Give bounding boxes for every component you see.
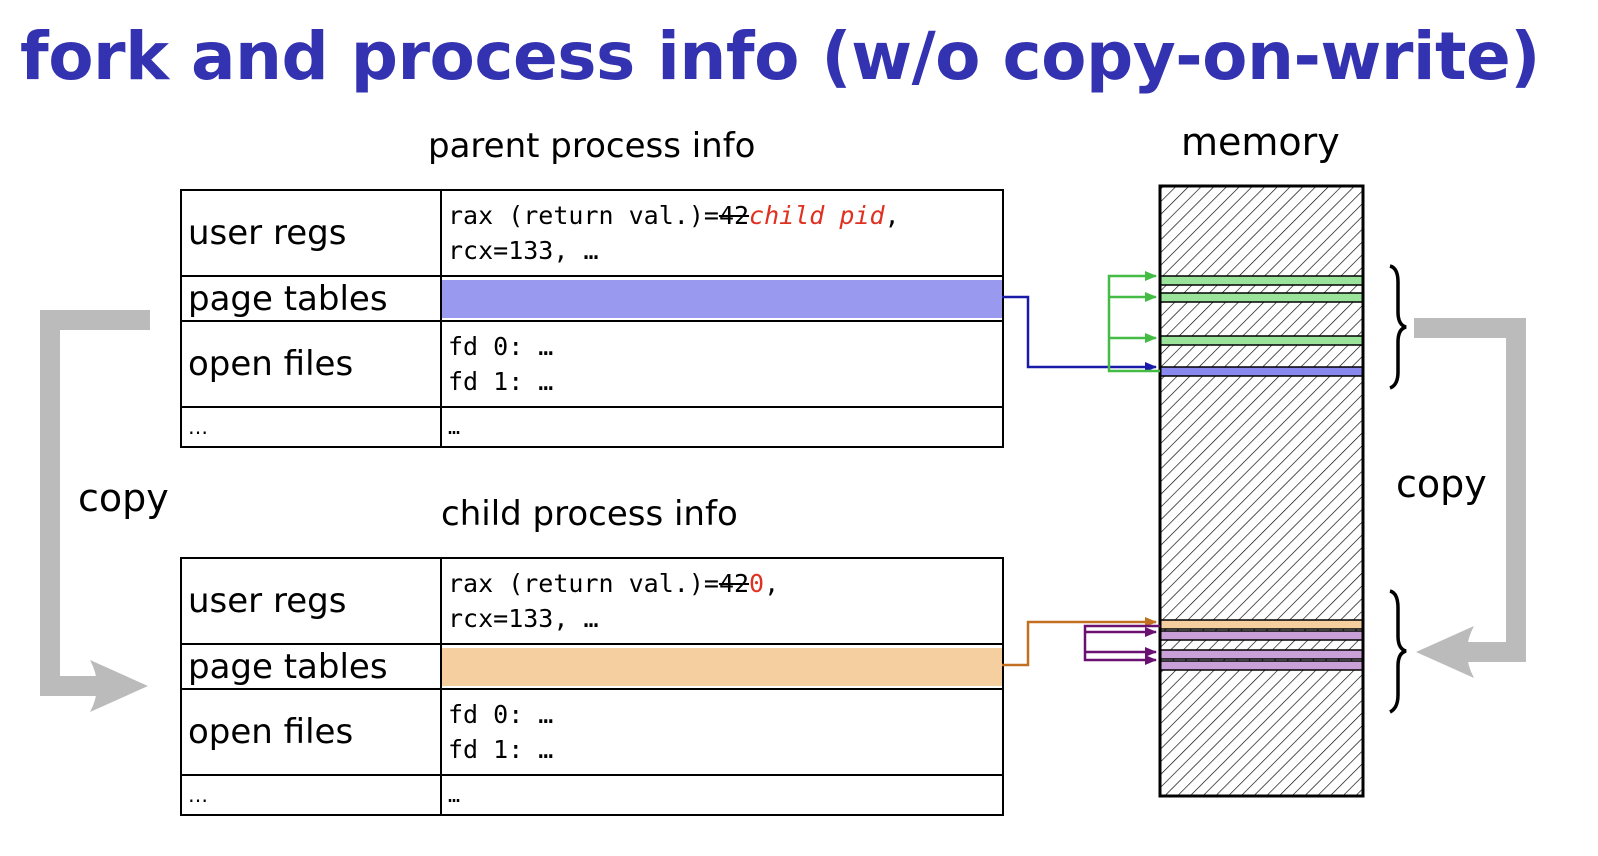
parent-page-tables-key: page tables — [180, 275, 442, 322]
copy-label-left: copy — [78, 476, 169, 520]
parent-more-row: … … — [180, 406, 1004, 448]
memory-column — [1158, 184, 1365, 798]
copy-arrow-left — [40, 310, 150, 712]
parent-rcx: rcx=133, … — [448, 236, 599, 265]
parent-user-regs-value: rax (return val.)=42child pid, rcx=133, … — [440, 189, 1004, 277]
parent-process-label: parent process info — [428, 126, 756, 166]
child-rax-suffix: , — [764, 569, 780, 598]
parent-data-page — [1159, 292, 1364, 303]
parent-process-table: user regs rax (return val.)=42child pid,… — [180, 189, 1004, 448]
parent-page-tables-row: page tables — [180, 275, 1004, 322]
parent-pages-brace — [1389, 264, 1407, 390]
slide-title: fork and process info (w/o copy-on-write… — [20, 18, 1540, 95]
parent-page-table-arrow — [1002, 295, 1157, 372]
child-fd0: fd 0: … — [448, 700, 554, 729]
child-more-row: … … — [180, 774, 1004, 816]
parent-data-page — [1159, 275, 1364, 286]
child-rcx: rcx=133, … — [448, 604, 599, 633]
child-rax-new: 0 — [749, 569, 765, 598]
child-data-page — [1159, 660, 1364, 671]
copy-arrow-right — [1414, 318, 1526, 678]
child-data-page — [1159, 649, 1364, 660]
child-open-files-row: open files fd 0: … fd 1: … — [180, 688, 1004, 776]
child-open-files-key: open files — [180, 688, 442, 776]
child-page-tables-row: page tables — [180, 643, 1004, 690]
child-rax-prefix: rax (return val.)= — [448, 569, 719, 598]
child-more-key: … — [180, 774, 442, 816]
child-page-table-arrow — [1002, 617, 1157, 667]
parent-rax-new: child pid — [749, 201, 885, 230]
child-page-table-page — [1159, 619, 1364, 630]
child-process-table: user regs rax (return val.)=420, rcx=133… — [180, 557, 1004, 816]
child-fd1: fd 1: … — [448, 735, 554, 764]
child-user-regs-value: rax (return val.)=420, rcx=133, … — [440, 557, 1004, 645]
parent-rax-suffix: , — [884, 201, 900, 230]
child-process-label: child process info — [441, 494, 738, 534]
parent-more-key: … — [180, 406, 442, 448]
parent-fd0: fd 0: … — [448, 332, 554, 361]
child-more-value: … — [440, 774, 1004, 816]
child-data-page — [1159, 630, 1364, 641]
parent-user-regs-row: user regs rax (return val.)=42child pid,… — [180, 189, 1004, 277]
parent-data-arrows — [1107, 271, 1160, 373]
parent-more-value: … — [440, 406, 1004, 448]
parent-open-files-row: open files fd 0: … fd 1: … — [180, 320, 1004, 408]
parent-page-table-page — [1159, 366, 1364, 377]
parent-rax-prefix: rax (return val.)= — [448, 201, 719, 230]
parent-open-files-key: open files — [180, 320, 442, 408]
child-user-regs-key: user regs — [180, 557, 442, 645]
child-page-tables-key: page tables — [180, 643, 442, 690]
child-page-table-bar — [442, 647, 1002, 686]
parent-data-page — [1159, 335, 1364, 346]
memory-label: memory — [1181, 120, 1340, 164]
child-page-tables-value — [440, 643, 1004, 690]
child-rax-old: 42 — [718, 569, 750, 598]
child-data-arrows — [1083, 624, 1160, 665]
copy-label-right: copy — [1396, 462, 1487, 506]
parent-fd1: fd 1: … — [448, 367, 554, 396]
parent-user-regs-key: user regs — [180, 189, 442, 277]
parent-page-tables-value — [440, 275, 1004, 322]
parent-rax-old: 42 — [718, 201, 750, 230]
child-open-files-value: fd 0: … fd 1: … — [440, 688, 1004, 776]
parent-page-table-bar — [442, 279, 1002, 318]
child-user-regs-row: user regs rax (return val.)=420, rcx=133… — [180, 557, 1004, 645]
child-pages-brace — [1389, 589, 1407, 714]
parent-open-files-value: fd 0: … fd 1: … — [440, 320, 1004, 408]
